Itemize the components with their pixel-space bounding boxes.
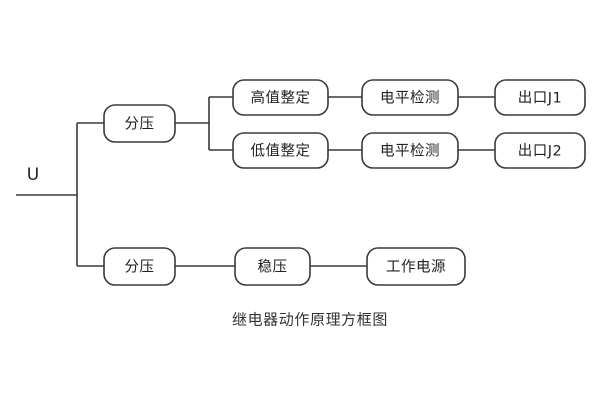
node-level-detect-2[interactable]: 电平检测 <box>361 132 459 169</box>
node-divider-bottom-box[interactable] <box>103 247 176 286</box>
node-regulator[interactable]: 稳压 <box>234 247 311 286</box>
node-level-detect-1[interactable]: 电平检测 <box>361 79 459 116</box>
node-low-set[interactable]: 低值整定 <box>232 132 329 169</box>
node-output-j2-box[interactable] <box>494 132 586 169</box>
node-power-supply-box[interactable] <box>366 247 466 286</box>
node-level-detect-1-label: 电平检测 <box>380 90 440 107</box>
node-output-j2[interactable]: 出口J2 <box>494 132 586 169</box>
figure-caption: 继电器动作原理方框图 <box>232 311 388 329</box>
node-low-set-label: 低值整定 <box>251 143 311 160</box>
node-power-supply[interactable]: 工作电源 <box>366 247 466 286</box>
node-high-set[interactable]: 高值整定 <box>232 79 329 116</box>
node-divider-bottom-label: 分压 <box>125 259 155 276</box>
node-output-j1[interactable]: 出口J1 <box>494 79 586 116</box>
node-regulator-box[interactable] <box>234 247 311 286</box>
node-divider-top-label: 分压 <box>125 116 155 133</box>
node-output-j1-box[interactable] <box>494 79 586 116</box>
wiring-group <box>16 96 495 267</box>
node-divider-top[interactable]: 分压 <box>103 104 176 143</box>
node-high-set-label: 高值整定 <box>251 90 311 107</box>
input-voltage-label: U <box>27 165 39 185</box>
node-divider-top-box[interactable] <box>103 104 176 143</box>
node-output-j1-label: 出口J1 <box>518 90 563 107</box>
node-output-j2-label: 出口J2 <box>518 143 563 160</box>
node-level-detect-2-box[interactable] <box>361 132 459 169</box>
node-power-supply-label: 工作电源 <box>386 259 446 276</box>
node-low-set-box[interactable] <box>232 132 329 169</box>
node-divider-bottom[interactable]: 分压 <box>103 247 176 286</box>
node-level-detect-2-label: 电平检测 <box>380 143 440 160</box>
node-level-detect-1-box[interactable] <box>361 79 459 116</box>
node-high-set-box[interactable] <box>232 79 329 116</box>
node-regulator-label: 稳压 <box>258 259 288 276</box>
